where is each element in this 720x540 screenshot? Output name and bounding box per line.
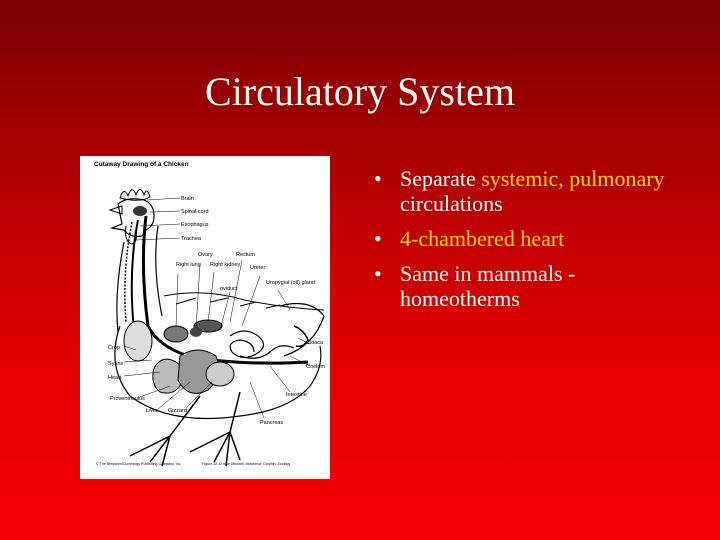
bullet-item: • Same in mammals - homeotherms	[368, 261, 698, 311]
tail-shape	[279, 303, 325, 357]
label-proventriculus: Proventriculus	[110, 396, 145, 402]
label-ovary: Ovary	[198, 252, 213, 258]
chicken-cutaway-figure: Cutaway Drawing of a Chicken	[80, 156, 330, 479]
figure-caption: Cutaway Drawing of a Chicken	[94, 161, 189, 168]
label-heart: Heart	[108, 375, 122, 381]
head-shape	[109, 198, 155, 237]
bullet-dot: •	[374, 226, 382, 251]
label-right-kidney: Right kidney	[210, 262, 241, 268]
ovary-shape	[190, 327, 202, 337]
bullet-dot: •	[374, 261, 382, 286]
left-leg	[129, 395, 201, 467]
label-cloaca: Cloaca	[306, 340, 324, 346]
label-brain: Brain	[181, 196, 194, 202]
bullet-dot: •	[374, 166, 382, 191]
right-leg	[189, 391, 241, 467]
chicken-drawing: Cutaway Drawing of a Chicken	[94, 161, 325, 467]
label-oviduct: oviduct	[220, 286, 238, 292]
comb-shape	[119, 189, 151, 201]
figure-footer-right: Figure 32.12 from Mitchell, Mutchmor, Do…	[202, 462, 290, 466]
heart-shape	[152, 358, 184, 394]
bullet-item: • Separate systemic, pulmonary circulati…	[368, 166, 698, 216]
back-feathers	[163, 292, 325, 311]
label-pancreas: Pancreas	[260, 420, 283, 426]
label-spinal-cord: Spinal cord	[181, 209, 209, 215]
esophagus-shape	[130, 219, 139, 331]
label-intestine: Intestine	[286, 392, 307, 398]
label-ureter: Ureter	[250, 265, 265, 271]
brain-shape	[133, 206, 147, 216]
gizzard-shape	[205, 361, 235, 387]
label-syrinx: Syrinx	[108, 361, 124, 367]
label-esophagus: Esophagus	[181, 222, 209, 228]
bullet-list: • Separate systemic, pulmonary circulati…	[368, 166, 698, 321]
crop-shape	[123, 320, 153, 362]
label-coelom: Coelom	[306, 364, 325, 370]
cloaca-shape	[293, 325, 309, 348]
trachea-shape	[124, 221, 133, 323]
label-trachea: Trachea	[181, 236, 202, 242]
label-rectum: Rectum	[236, 252, 255, 258]
label-right-lung: Right lung	[176, 262, 201, 268]
label-uropygial-gland: Uropygial (oil) gland	[266, 280, 315, 286]
spinal-cord-shape	[141, 215, 309, 365]
slide-title: Circulatory System	[205, 69, 515, 114]
bullet-text-prefix: Separate	[400, 166, 482, 191]
bullet-highlight-text: systemic, pulmonary	[481, 166, 665, 191]
wattle-shape	[125, 225, 137, 245]
bullet-text-suffix: circulations	[400, 191, 503, 216]
bullet-item: • 4-chambered heart	[368, 226, 698, 251]
neck-outline	[116, 225, 163, 333]
label-gizzard: Gizzard	[168, 408, 187, 414]
intestine-shape	[229, 330, 295, 359]
label-liver: Liver	[146, 408, 158, 414]
bullet-text: Same in mammals - homeotherms	[400, 261, 576, 311]
beak-shape	[108, 205, 123, 215]
figure-footer-left: © The Benjamin/Cummings Publishing Compa…	[96, 462, 181, 466]
bullet-highlight-text: 4-chambered heart	[400, 226, 565, 251]
label-crop: Crop	[108, 345, 120, 351]
leader-lines	[123, 197, 311, 419]
lung-shape	[163, 325, 189, 343]
